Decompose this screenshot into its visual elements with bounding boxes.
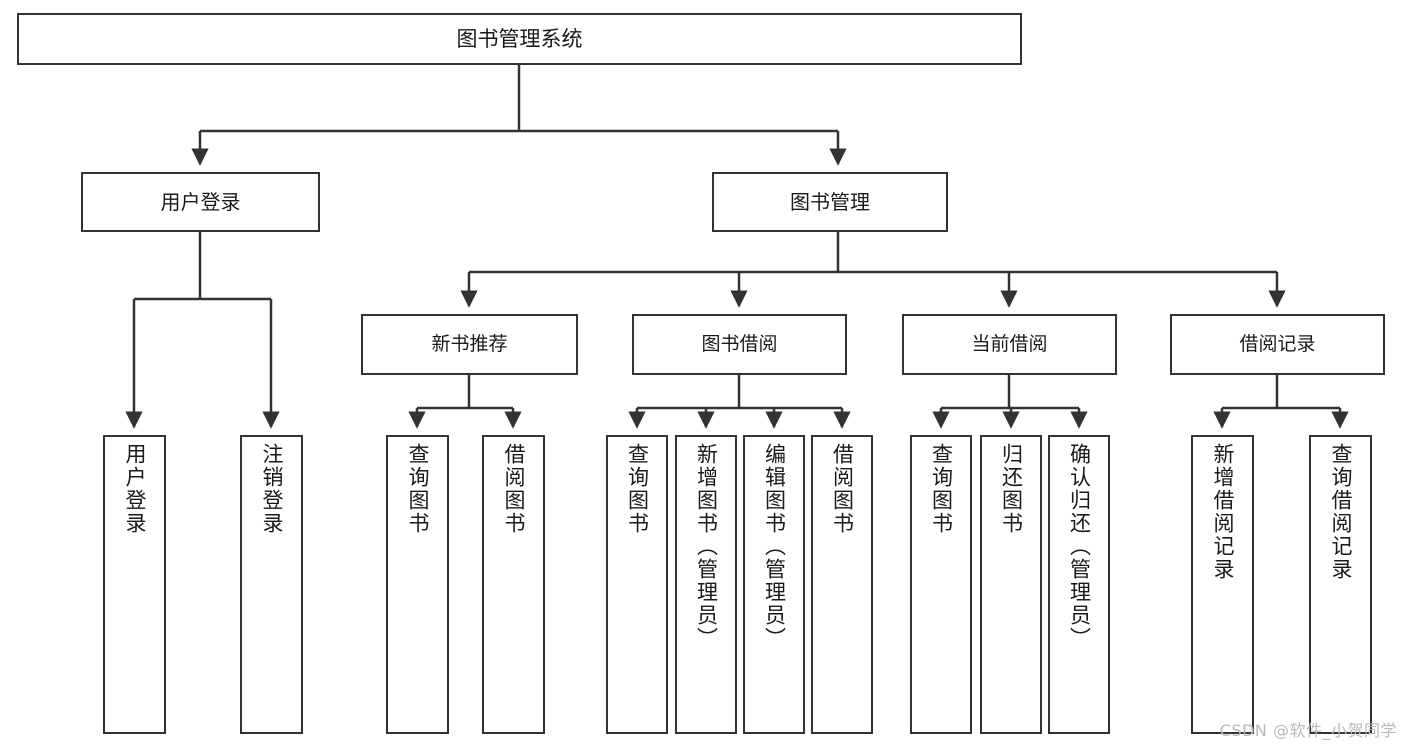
leaf-records-query-label: 查询借阅记录 bbox=[1329, 443, 1353, 581]
node-root-book-management-system[interactable]: 图书管理系统 bbox=[17, 13, 1022, 65]
node-new-book-recommend-label: 新书推荐 bbox=[431, 332, 508, 355]
node-book-borrow[interactable]: 图书借阅 bbox=[632, 314, 847, 375]
leaf-new-book-query[interactable]: 查询图书 bbox=[386, 435, 449, 734]
leaf-book-borrow-borrow-label: 借阅图书 bbox=[830, 443, 855, 535]
leaf-current-borrow-return-label: 归还图书 bbox=[999, 443, 1024, 535]
leaf-records-query[interactable]: 查询借阅记录 bbox=[1309, 435, 1372, 734]
leaf-records-add[interactable]: 新增借阅记录 bbox=[1191, 435, 1254, 734]
csdn-watermark: CSDN @软件_小贺同学 bbox=[1219, 721, 1397, 740]
leaf-current-borrow-query-label: 查询图书 bbox=[929, 443, 954, 535]
leaf-records-add-label: 新增借阅记录 bbox=[1211, 443, 1235, 581]
node-user-login[interactable]: 用户登录 bbox=[81, 172, 320, 232]
leaf-new-book-query-label: 查询图书 bbox=[406, 443, 430, 535]
leaf-book-borrow-add-admin-label: 新增图书（管理员） bbox=[694, 443, 719, 650]
node-book-borrow-label: 图书借阅 bbox=[701, 332, 778, 355]
leaf-book-borrow-query[interactable]: 查询图书 bbox=[606, 435, 668, 734]
leaf-book-borrow-borrow[interactable]: 借阅图书 bbox=[811, 435, 873, 734]
leaf-new-book-borrow[interactable]: 借阅图书 bbox=[482, 435, 545, 734]
node-root-label: 图书管理系统 bbox=[456, 26, 583, 51]
leaf-user-login-login[interactable]: 用户登录 bbox=[103, 435, 166, 734]
leaf-current-borrow-confirm-admin-label: 确认归还（管理员） bbox=[1067, 443, 1092, 650]
leaf-book-borrow-add-admin[interactable]: 新增图书（管理员） bbox=[675, 435, 737, 734]
leaf-user-login-logout[interactable]: 注销登录 bbox=[240, 435, 303, 734]
node-book-management-label: 图书管理 bbox=[790, 189, 870, 214]
node-borrow-records-label: 借阅记录 bbox=[1239, 332, 1316, 355]
node-book-management[interactable]: 图书管理 bbox=[712, 172, 948, 232]
leaf-user-login-logout-label: 注销登录 bbox=[260, 443, 284, 535]
leaf-current-borrow-query[interactable]: 查询图书 bbox=[910, 435, 972, 734]
leaf-current-borrow-return[interactable]: 归还图书 bbox=[980, 435, 1042, 734]
leaf-book-borrow-edit-admin[interactable]: 编辑图书（管理员） bbox=[743, 435, 805, 734]
node-user-login-label: 用户登录 bbox=[160, 189, 241, 214]
leaf-user-login-login-label: 用户登录 bbox=[123, 443, 147, 535]
leaf-new-book-borrow-label: 借阅图书 bbox=[502, 443, 526, 535]
node-current-borrow[interactable]: 当前借阅 bbox=[902, 314, 1117, 375]
node-current-borrow-label: 当前借阅 bbox=[971, 332, 1048, 355]
node-borrow-records[interactable]: 借阅记录 bbox=[1170, 314, 1385, 375]
leaf-book-borrow-query-label: 查询图书 bbox=[625, 443, 650, 535]
node-new-book-recommend[interactable]: 新书推荐 bbox=[361, 314, 578, 375]
leaf-current-borrow-confirm-admin[interactable]: 确认归还（管理员） bbox=[1048, 435, 1110, 734]
leaf-book-borrow-edit-admin-label: 编辑图书（管理员） bbox=[762, 443, 787, 650]
